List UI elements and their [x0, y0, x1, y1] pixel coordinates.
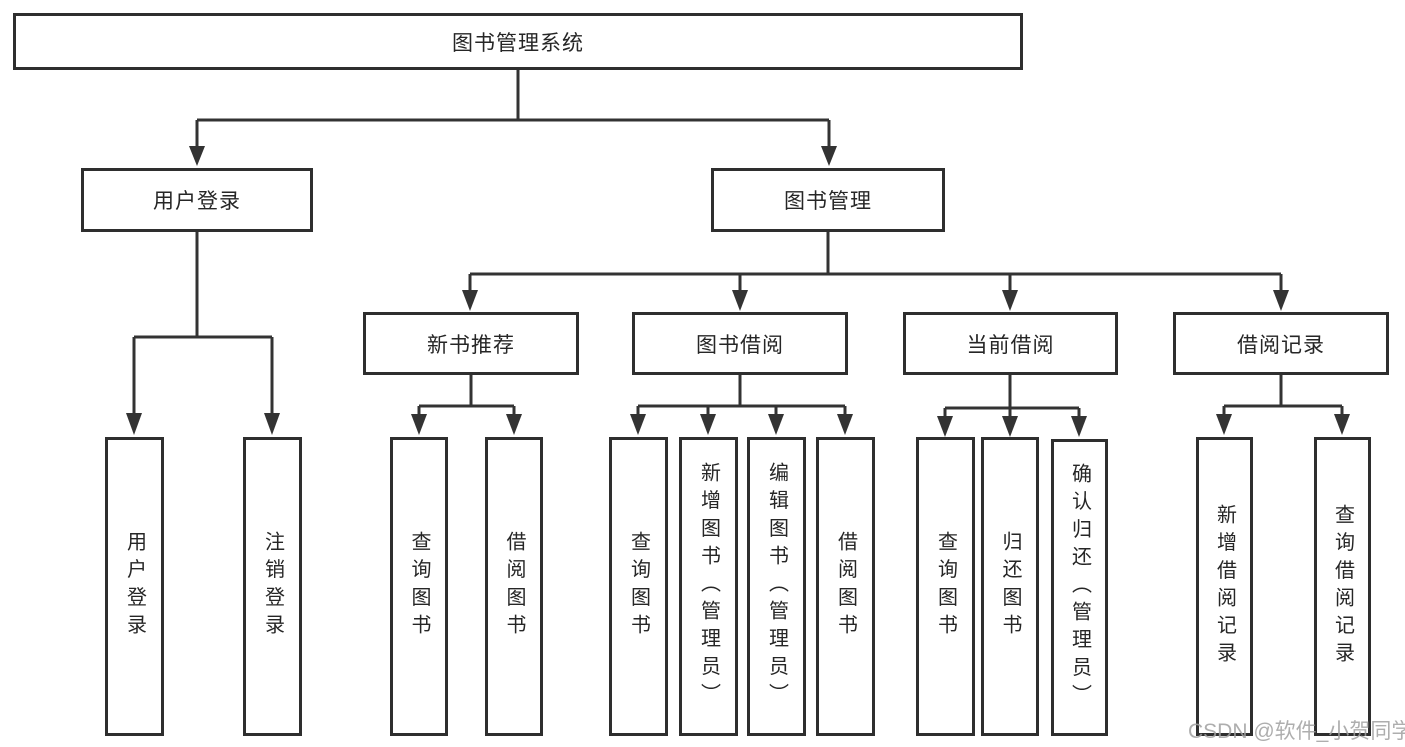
edge-userlogin-to-leaves	[132, 232, 274, 419]
node-new-book-rec-label: 新书推荐	[427, 333, 515, 357]
leaf-edit-book-label: 编辑图书（管理员）	[765, 462, 788, 711]
arrowhead	[1002, 290, 1018, 311]
node-current-borrow: 当前借阅	[903, 312, 1118, 375]
node-new-book-rec: 新书推荐	[363, 312, 579, 375]
arrowhead	[189, 146, 205, 166]
arrowhead	[411, 414, 427, 435]
arrowhead	[700, 414, 716, 435]
edge-currentborrow-to-leaves	[943, 375, 1081, 421]
leaf-add-book: 新增图书（管理员）	[679, 437, 738, 736]
node-current-borrow-label: 当前借阅	[966, 333, 1055, 357]
edge-borrowrecords-to-leaves	[1222, 375, 1344, 419]
leaf-query-record: 查询借阅记录	[1314, 437, 1371, 736]
arrowhead	[506, 414, 522, 435]
node-borrow-records-label: 借阅记录	[1237, 333, 1325, 357]
arrowhead	[732, 290, 748, 311]
node-book-borrow: 图书借阅	[632, 312, 848, 375]
edge-root-to-level2	[195, 70, 831, 150]
leaf-borrow-book-2-label: 借阅图书	[834, 531, 857, 642]
leaf-borrow-book-2: 借阅图书	[816, 437, 875, 736]
node-book-borrow-label: 图书借阅	[696, 333, 784, 357]
leaf-confirm-return: 确认归还（管理员）	[1051, 439, 1108, 736]
arrowhead	[821, 146, 837, 166]
arrowhead	[937, 416, 953, 437]
edge-newbookrec-to-leaves	[417, 375, 516, 419]
node-book-mgmt-label: 图书管理	[784, 190, 872, 213]
arrowhead	[1071, 416, 1087, 437]
node-book-mgmt: 图书管理	[711, 168, 945, 232]
leaf-return-book: 归还图书	[981, 437, 1039, 736]
arrowhead	[1334, 414, 1350, 435]
leaf-return-book-label: 归还图书	[999, 531, 1021, 642]
leaf-logout: 注销登录	[243, 437, 302, 736]
leaf-logout-label: 注销登录	[261, 531, 284, 642]
node-user-login-label: 用户登录	[153, 190, 241, 213]
node-root-label: 图书管理系统	[452, 31, 584, 55]
arrowhead	[768, 414, 784, 435]
leaf-add-record-label: 新增借阅记录	[1213, 503, 1236, 670]
arrowhead	[462, 290, 478, 311]
leaf-query-book-1-label: 查询图书	[408, 531, 430, 642]
node-borrow-records: 借阅记录	[1173, 312, 1389, 375]
leaf-query-book-1: 查询图书	[390, 437, 448, 736]
leaf-query-book-3: 查询图书	[916, 437, 975, 736]
leaf-query-book-3-label: 查询图书	[934, 531, 957, 642]
arrowhead	[126, 413, 142, 435]
edge-bookmgmt-to-level3	[468, 232, 1283, 295]
arrowhead	[264, 413, 280, 435]
arrowheads	[126, 146, 1350, 437]
arrowhead	[837, 414, 853, 435]
arrowhead	[1273, 290, 1289, 311]
arrowhead	[1216, 414, 1232, 435]
leaf-query-book-2: 查询图书	[609, 437, 668, 736]
arrowhead	[1002, 416, 1018, 437]
leaf-query-book-2-label: 查询图书	[627, 531, 650, 642]
node-root: 图书管理系统	[13, 13, 1023, 70]
leaf-query-record-label: 查询借阅记录	[1331, 503, 1354, 670]
leaf-borrow-book-1-label: 借阅图书	[503, 531, 525, 642]
leaf-edit-book: 编辑图书（管理员）	[747, 437, 806, 736]
leaf-add-record: 新增借阅记录	[1196, 437, 1253, 736]
leaf-borrow-book-1: 借阅图书	[485, 437, 543, 736]
node-user-login: 用户登录	[81, 168, 313, 232]
leaf-add-book-label: 新增图书（管理员）	[697, 462, 720, 711]
leaf-confirm-return-label: 确认归还（管理员）	[1068, 463, 1091, 712]
leaf-user-login-label: 用户登录	[123, 531, 146, 642]
arrowhead	[630, 414, 646, 435]
leaf-user-login: 用户登录	[105, 437, 164, 736]
edge-bookborrow-to-leaves	[636, 375, 847, 419]
